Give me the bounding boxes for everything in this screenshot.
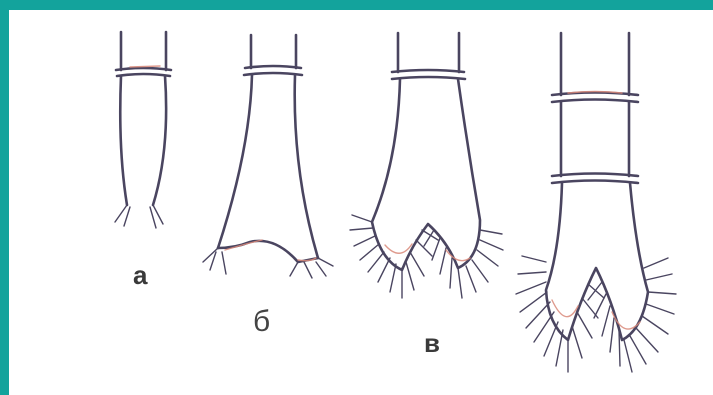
figure-a <box>115 32 171 228</box>
figure-d <box>516 33 676 372</box>
label-a: а <box>133 262 147 288</box>
figure-c <box>350 33 503 298</box>
label-v: в <box>424 330 440 356</box>
label-b: б <box>253 307 270 337</box>
figure-b <box>203 35 333 278</box>
